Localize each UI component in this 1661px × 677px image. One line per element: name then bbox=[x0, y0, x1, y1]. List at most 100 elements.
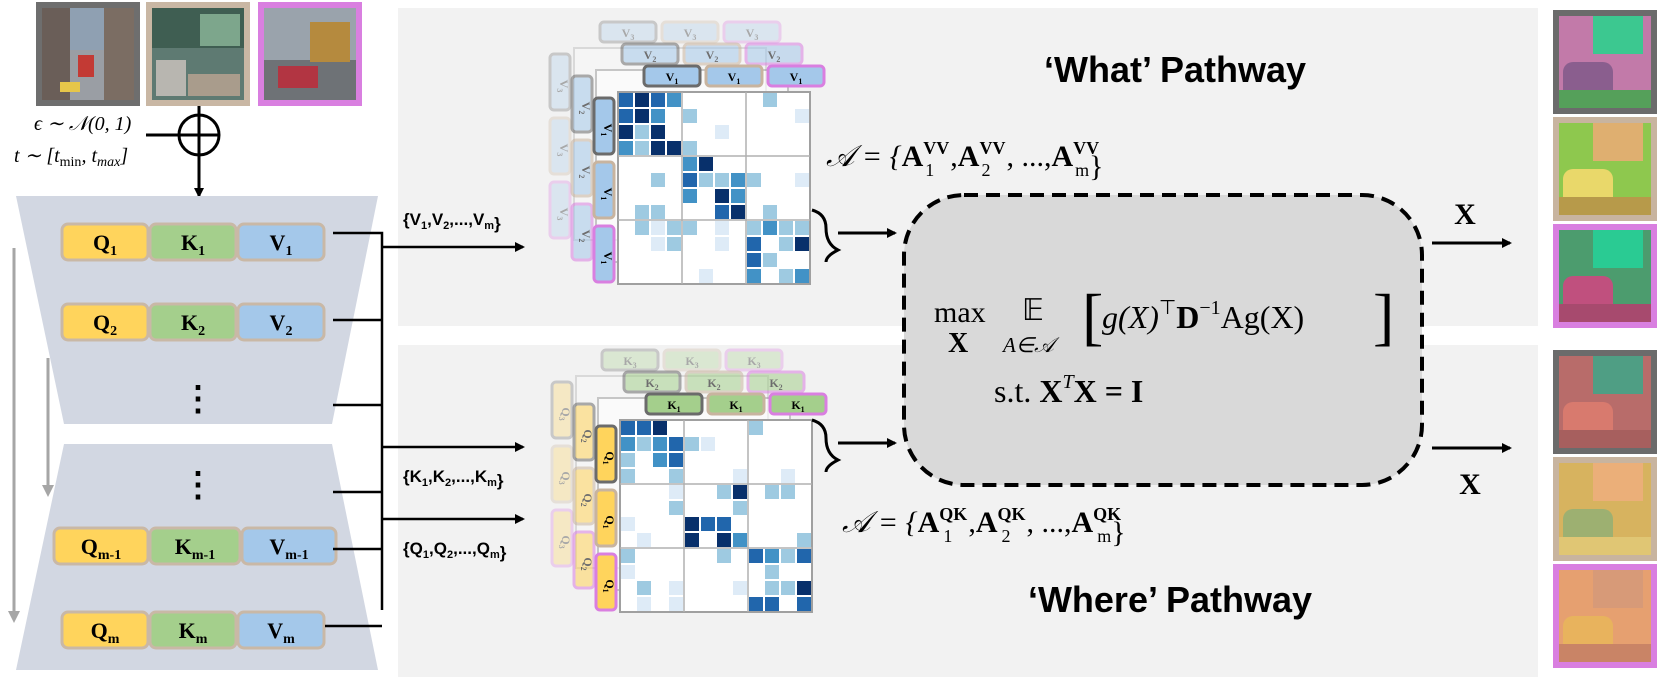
attention-cell bbox=[765, 597, 779, 611]
encoder-v-label: Vm-1 bbox=[269, 534, 308, 563]
stack-left-label: V1 bbox=[599, 124, 615, 137]
ellipsis-lower: ⋮ bbox=[181, 467, 215, 504]
stack-left-cell bbox=[548, 52, 572, 112]
attention-cell bbox=[619, 109, 633, 123]
svg-text:g(X)⊤D−1Ag(X): g(X)⊤D−1Ag(X) bbox=[1102, 297, 1304, 335]
attention-cell bbox=[717, 517, 731, 531]
input-image-car bbox=[258, 2, 362, 106]
stack-top-cell bbox=[662, 348, 722, 372]
svg-text:A∈𝒜: A∈𝒜 bbox=[1001, 333, 1060, 357]
attention-cell bbox=[651, 173, 665, 187]
stack-left-label: Q3 bbox=[557, 471, 573, 484]
stack-left-label: Q3 bbox=[557, 407, 573, 420]
attention-cell bbox=[749, 549, 763, 563]
attention-cell bbox=[619, 141, 633, 155]
attention-matrix bbox=[617, 91, 811, 285]
encoder-q-cell bbox=[60, 302, 150, 342]
stack-top-cell bbox=[598, 20, 658, 44]
stack-top-label: K3 bbox=[747, 354, 760, 370]
encoder-q-cell bbox=[60, 222, 150, 262]
attention-cell bbox=[635, 93, 649, 107]
input-image-office bbox=[146, 2, 250, 106]
stack-top-label: K2 bbox=[769, 376, 782, 392]
attention-cell bbox=[717, 485, 731, 499]
encoder-v-cell bbox=[240, 526, 338, 566]
stack-top-label: K1 bbox=[729, 398, 742, 414]
attention-cell bbox=[651, 125, 665, 139]
objective-box bbox=[902, 193, 1424, 487]
ellipsis-upper: ⋮ bbox=[181, 381, 215, 418]
add-noise-icon bbox=[146, 106, 221, 157]
attention-cell bbox=[635, 205, 649, 219]
stack-top-label: V1 bbox=[728, 70, 741, 86]
encoder-k-label: K1 bbox=[181, 230, 205, 259]
encoder-k-label: K2 bbox=[181, 310, 205, 339]
attention-cell bbox=[651, 221, 665, 235]
attention-cell bbox=[637, 533, 651, 547]
attention-cell bbox=[699, 157, 713, 171]
stack-left-label: Q3 bbox=[557, 535, 573, 548]
attention-cell bbox=[637, 437, 651, 451]
attention-cell bbox=[781, 469, 795, 483]
attention-cell bbox=[669, 469, 683, 483]
encoder-q-label: Q1 bbox=[93, 230, 117, 259]
encoder-q-label: Qm bbox=[91, 618, 120, 647]
where-pathway-title: ‘Where’ Pathway bbox=[1028, 579, 1312, 620]
stack-top-cell bbox=[620, 42, 680, 66]
attention-cell bbox=[765, 549, 779, 563]
svg-text:[: [ bbox=[1082, 281, 1103, 352]
stack-left-cell bbox=[550, 508, 574, 568]
attention-cell bbox=[781, 549, 795, 563]
encoder-q-label: Qm-1 bbox=[81, 534, 121, 563]
stack-top-label: V3 bbox=[746, 26, 759, 42]
k-set-label: {K1,K2,...,Km} bbox=[403, 467, 504, 490]
attention-cell bbox=[621, 549, 635, 563]
attention-cell bbox=[765, 581, 779, 595]
attention-cell bbox=[683, 109, 697, 123]
encoder-v-label: V1 bbox=[270, 230, 293, 259]
attention-cell bbox=[669, 437, 683, 451]
attention-cell bbox=[635, 109, 649, 123]
brace-bottom bbox=[811, 418, 842, 473]
attention-cell bbox=[717, 533, 731, 547]
stack-left-cell bbox=[594, 424, 618, 484]
stack-top-cell bbox=[746, 370, 806, 394]
attention-cell bbox=[651, 237, 665, 251]
encoder-k-label: Km-1 bbox=[175, 534, 215, 563]
stack-left-cell bbox=[550, 380, 574, 440]
stack-left-label: V1 bbox=[599, 252, 615, 265]
output-label-bottom: X bbox=[1459, 468, 1481, 501]
encoder-v-cell bbox=[236, 610, 326, 650]
stack-top-cell bbox=[724, 348, 784, 372]
attention-cell bbox=[747, 221, 761, 235]
output-segmentation-5 bbox=[1553, 457, 1657, 561]
attention-cell bbox=[749, 421, 763, 435]
attention-cell bbox=[621, 517, 635, 531]
svg-text:X: X bbox=[948, 328, 968, 359]
attention-cell bbox=[651, 109, 665, 123]
attention-cell bbox=[733, 485, 747, 499]
stack-top-label: V2 bbox=[706, 48, 719, 64]
attention-cell bbox=[733, 581, 747, 595]
encoder-k-cell bbox=[148, 526, 242, 566]
attention-cell bbox=[797, 597, 811, 611]
attention-cell bbox=[715, 221, 729, 235]
output-segmentation-6 bbox=[1553, 564, 1657, 668]
stack-top-label: V1 bbox=[790, 70, 803, 86]
attention-cell bbox=[683, 157, 697, 171]
attention-cell bbox=[621, 469, 635, 483]
stack-top-cell bbox=[644, 392, 704, 416]
attention-cell bbox=[733, 469, 747, 483]
encoder-v-label: Vm bbox=[267, 618, 295, 647]
stack-top-label: K1 bbox=[667, 398, 680, 414]
stack-top-cell bbox=[706, 392, 766, 416]
encoder-v-label: V2 bbox=[270, 310, 293, 339]
attention-cell bbox=[667, 93, 681, 107]
output-segmentation-2 bbox=[1553, 117, 1657, 221]
attention-cell bbox=[699, 173, 713, 187]
stack-left-cell bbox=[548, 116, 572, 176]
stack-left-cell bbox=[548, 180, 572, 240]
stack-left-label: Q1 bbox=[601, 515, 617, 528]
